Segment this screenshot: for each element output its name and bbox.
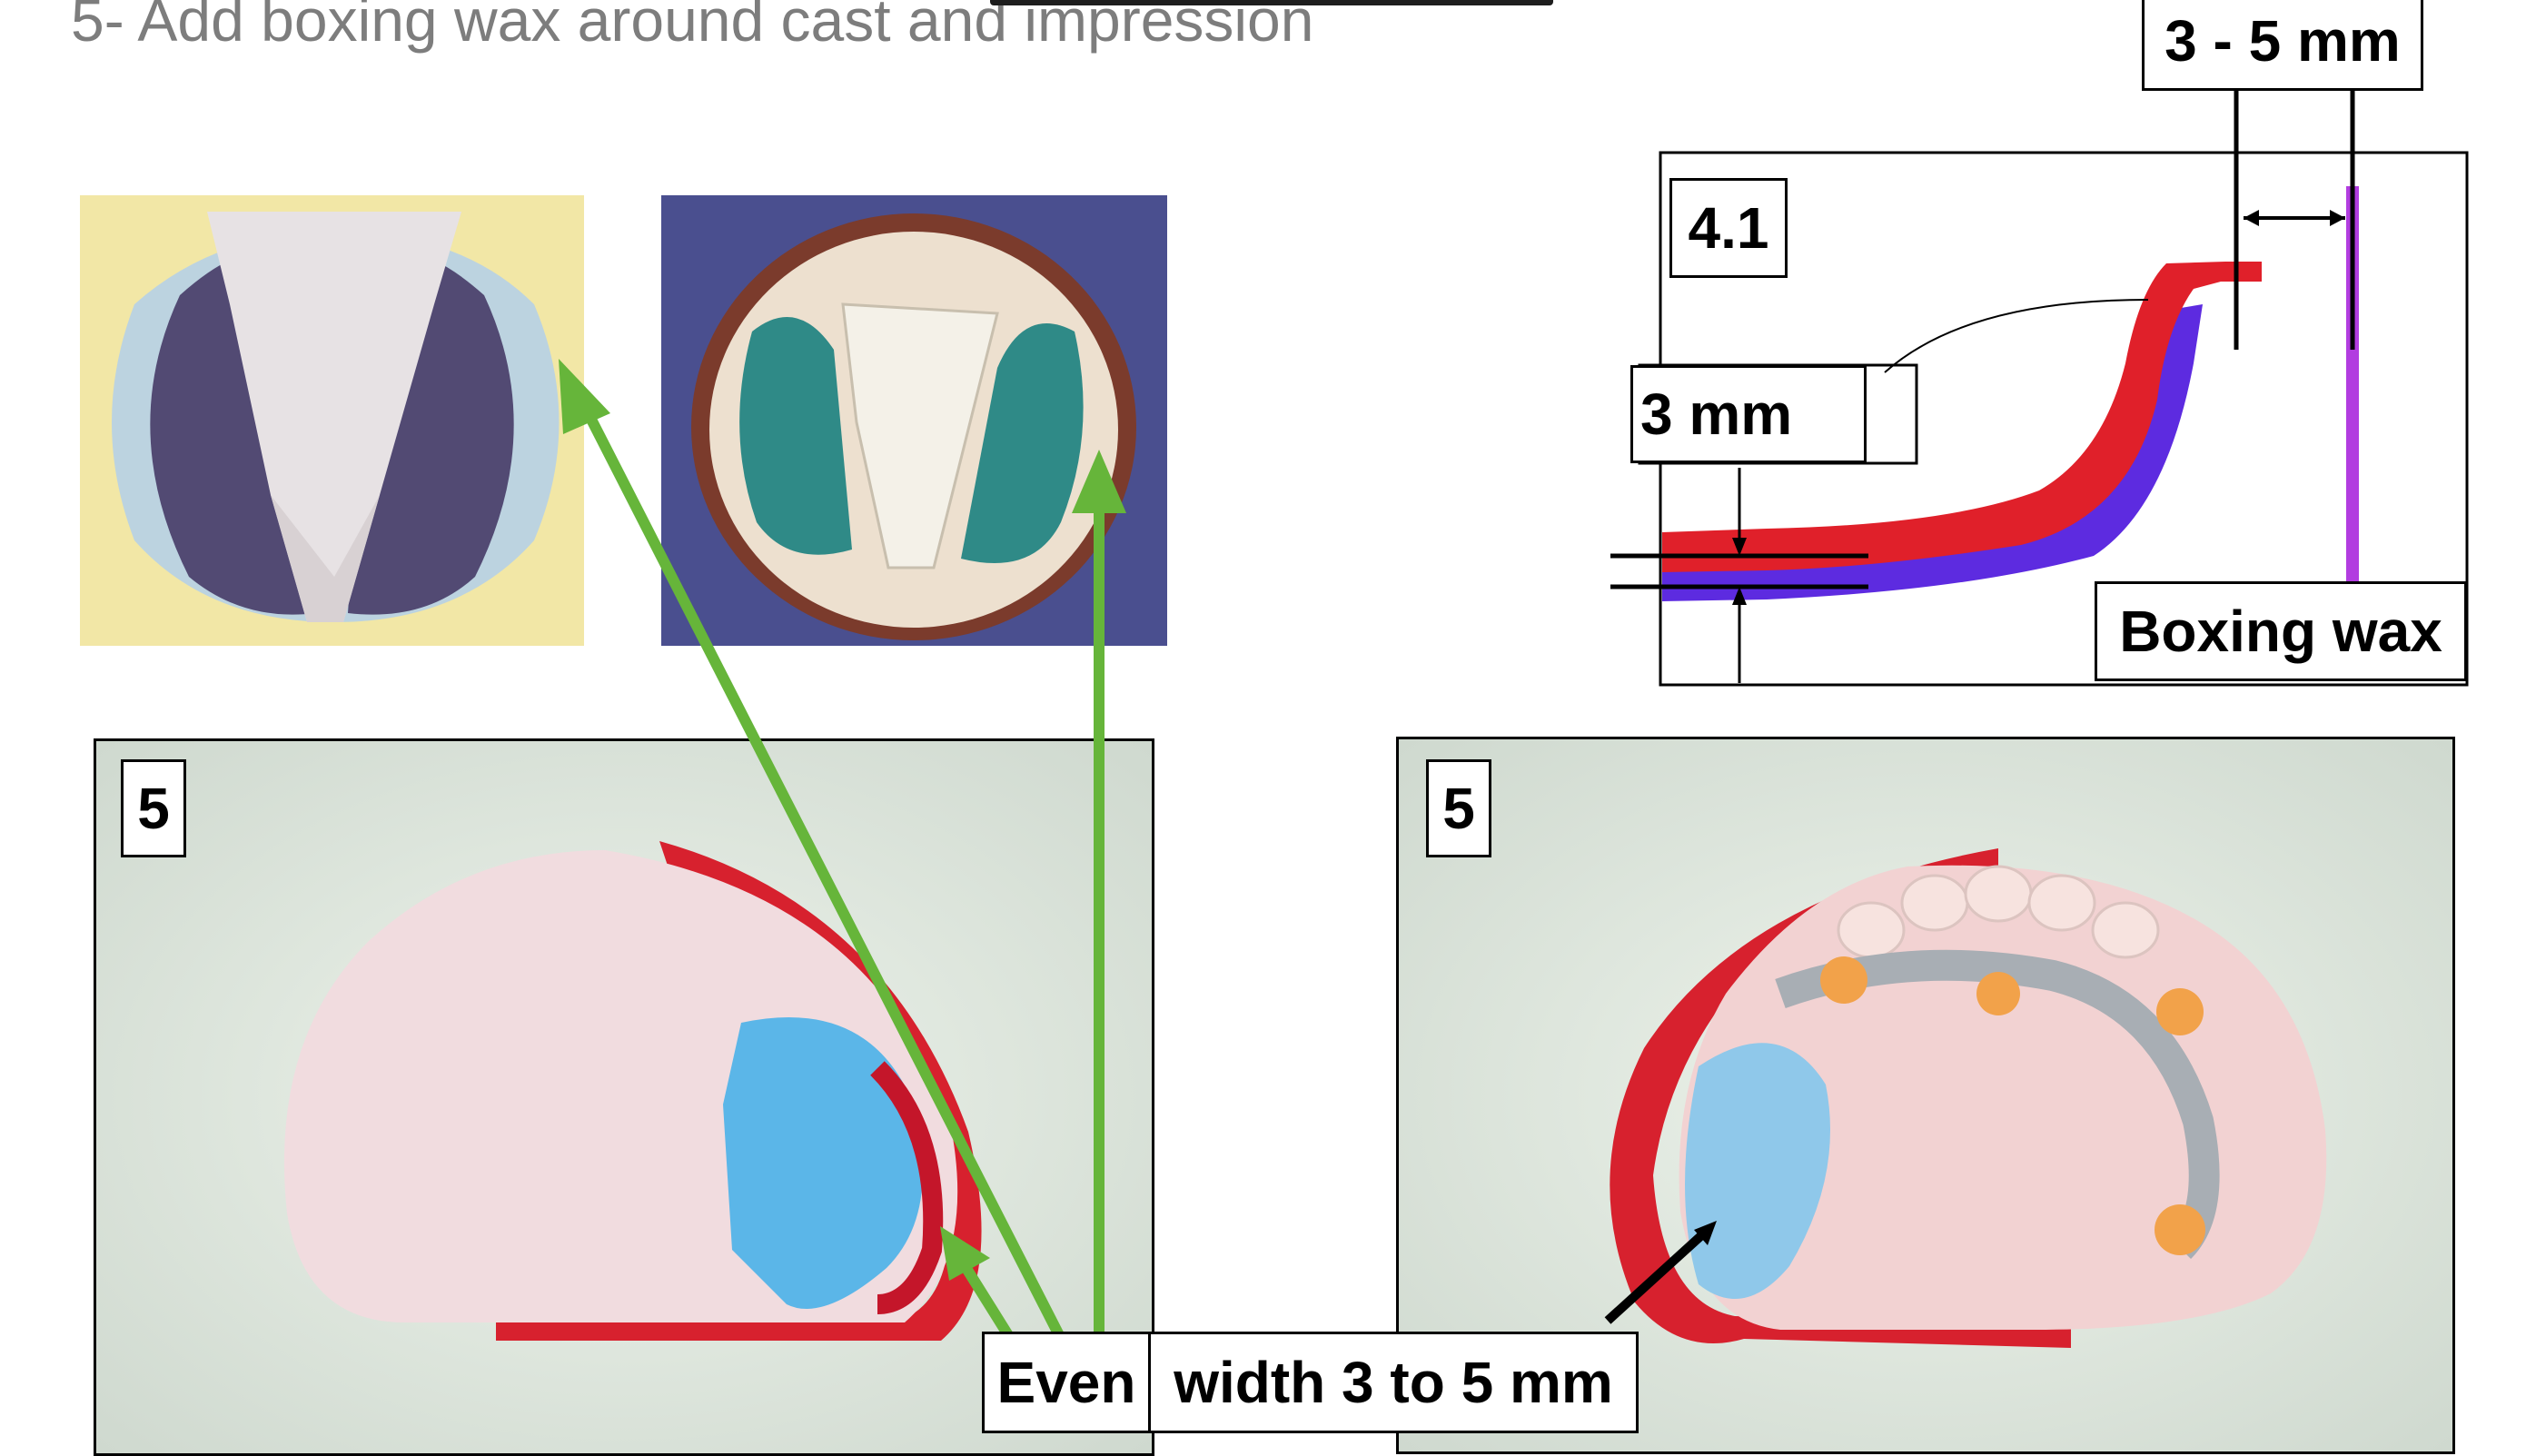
dimension-label-3-5mm: 3 - 5 mm: [2142, 0, 2423, 91]
top-toolbar-fragment: [990, 0, 1553, 5]
callout-width-label: width 3 to 5 mm: [1148, 1332, 1639, 1433]
photo-cast-impression: [80, 195, 584, 646]
callout-even-label: Even: [982, 1332, 1151, 1433]
slide-heading: 5- Add boxing wax around cast and impres…: [71, 0, 1314, 54]
panel-right-step-label: 5: [1426, 759, 1491, 857]
diagram-cross-section: [1585, 0, 2530, 690]
diagram-step-label: 4.1: [1669, 178, 1788, 278]
boxing-wax-label: Boxing wax: [2095, 581, 2467, 681]
dimension-label-3mm: 3 mm: [1630, 365, 1867, 463]
photo-impression-tray: [661, 195, 1167, 646]
panel-left-step-label: 5: [121, 759, 186, 857]
